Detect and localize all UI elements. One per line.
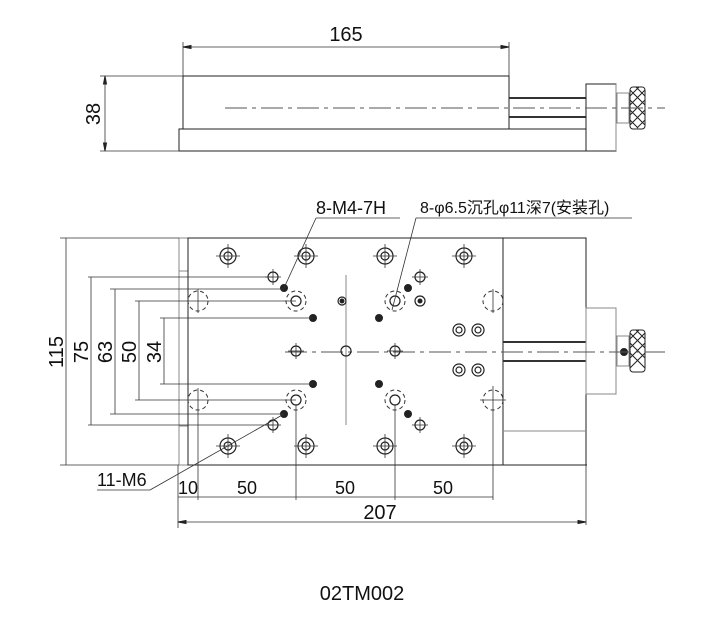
m6-hole bbox=[412, 269, 428, 285]
dim-width-115: 115 bbox=[46, 336, 68, 368]
dim-50-a: 50 bbox=[237, 478, 257, 498]
callout-11-m6: 11-M6 bbox=[97, 470, 147, 490]
micrometer-knob-top-icon bbox=[629, 329, 646, 373]
m6-hole bbox=[288, 343, 304, 359]
side-view-base bbox=[178, 128, 587, 152]
m6-hole bbox=[389, 295, 401, 307]
m6-hole bbox=[412, 417, 428, 433]
top-view-end-block bbox=[585, 307, 617, 395]
dim-length-165: 165 bbox=[329, 24, 362, 46]
m4-hole bbox=[404, 410, 412, 418]
dim-50-c: 50 bbox=[433, 478, 453, 498]
counterbore-hole bbox=[373, 434, 397, 458]
dim-75: 75 bbox=[71, 341, 93, 363]
dim-50-vertical: 50 bbox=[119, 341, 141, 363]
m4-hole bbox=[404, 284, 412, 292]
m6-hole bbox=[389, 394, 401, 406]
side-view-carriage bbox=[182, 75, 510, 130]
counterbore-hole bbox=[294, 244, 318, 268]
dim-height-38: 38 bbox=[83, 103, 105, 125]
dim-34: 34 bbox=[144, 341, 166, 363]
left-flange bbox=[178, 237, 189, 466]
mount-holes bbox=[216, 244, 476, 458]
m4-holes bbox=[280, 284, 426, 418]
callout-8-m4-7h: 8-M4-7H bbox=[316, 198, 386, 218]
dim-10: 10 bbox=[178, 478, 198, 498]
m4-hole bbox=[375, 314, 383, 322]
dim-50-b: 50 bbox=[335, 478, 355, 498]
top-view: 115 75 63 50 34 8-M4-7H 8-φ6.5沉孔φ11深7(安装… bbox=[46, 198, 665, 528]
m6-hole bbox=[387, 343, 403, 359]
dim-length-207: 207 bbox=[363, 502, 396, 524]
m4-hole bbox=[375, 380, 383, 388]
counterbore-hole bbox=[373, 244, 397, 268]
side-view-end-block bbox=[585, 83, 617, 152]
m6-hole bbox=[340, 345, 352, 357]
callout-mount-holes: 8-φ6.5沉孔φ11深7(安装孔) bbox=[420, 199, 609, 217]
dim-63: 63 bbox=[95, 341, 117, 363]
side-view: 165 38 bbox=[83, 24, 665, 152]
counterbore-hole bbox=[452, 434, 476, 458]
counterbore-hole bbox=[452, 244, 476, 268]
counterbore-hole bbox=[294, 434, 318, 458]
counterbore-hole bbox=[216, 244, 240, 268]
model-code: 02TM002 bbox=[320, 583, 405, 605]
